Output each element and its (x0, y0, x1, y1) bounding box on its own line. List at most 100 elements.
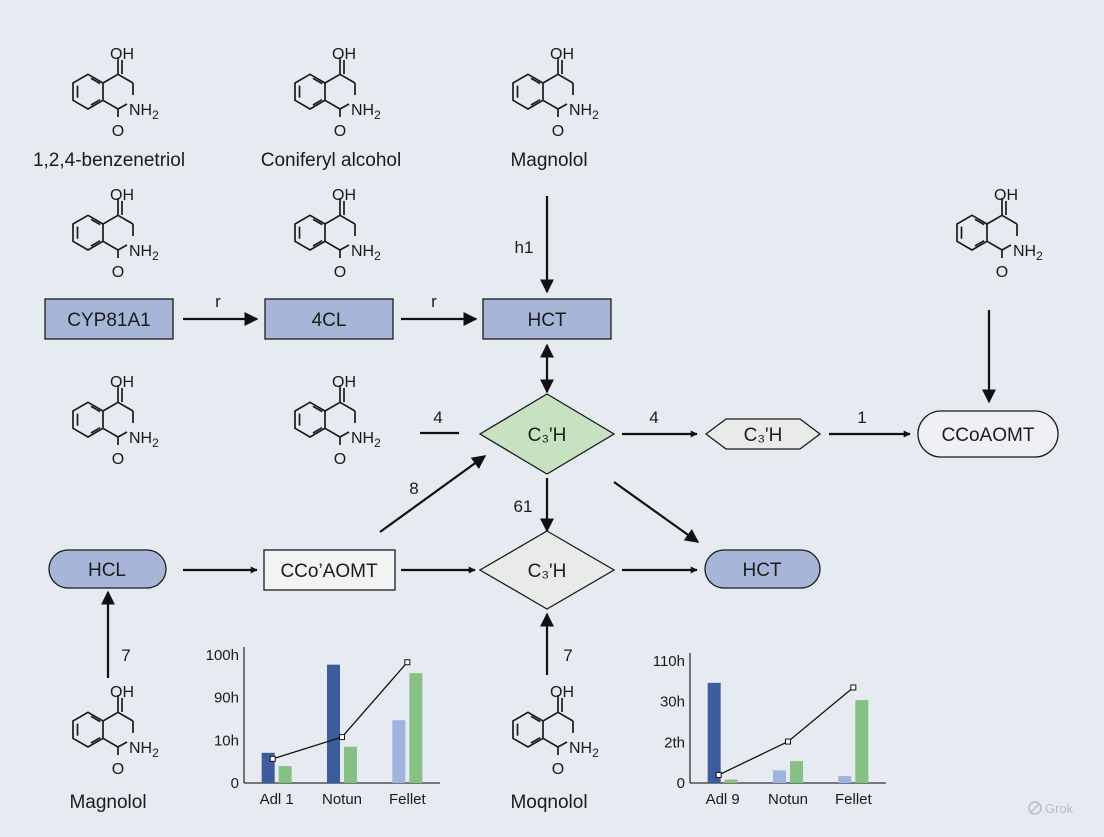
node-cyp81a1-label: CYP81A1 (67, 310, 150, 331)
hydroxyl-label: OH (110, 684, 134, 701)
left-chart-bar (409, 673, 423, 783)
right-chart-y-tick-label: 2th (664, 734, 685, 751)
left-chart-x-tick-label: Notun (322, 791, 362, 808)
node-hct-top-label: HCT (527, 310, 566, 331)
label-7-center: 7 (563, 646, 572, 665)
edge-ccoa-c3h (379, 455, 487, 533)
label-r-1: r (215, 292, 221, 311)
left-chart-y-tick-label: 0 (231, 775, 239, 792)
right-chart-bar (724, 779, 738, 783)
oxygen-label: O (552, 761, 564, 778)
node-c3h-hexagon-label: C₃'H (744, 425, 783, 446)
hydroxyl-label: OH (994, 187, 1018, 204)
right-chart-y-tick-label: 0 (677, 775, 685, 792)
grok-watermark: Grok (1028, 801, 1074, 816)
amine-label: NH2 (351, 243, 381, 263)
hydroxyl-label: OH (332, 187, 356, 204)
node-c3h-green (478, 393, 616, 475)
node-ccoaomt-right-label: CCoAOMT (942, 425, 1035, 446)
oxygen-label: O (334, 264, 346, 281)
left-chart-bar (344, 746, 357, 783)
watermark-text: Grok (1045, 801, 1074, 816)
left-chart-x-tick-label: Fellet (389, 791, 427, 808)
amine-label: NH2 (129, 243, 159, 263)
amine-label: NH2 (1013, 243, 1043, 263)
oxygen-label: O (334, 451, 346, 468)
label-r-2: r (431, 292, 437, 311)
label-4-right: 4 (649, 408, 658, 427)
amine-label: NH2 (129, 102, 159, 122)
left-chart-y-tick-label: 90h (214, 690, 239, 707)
oxygen-label: O (112, 123, 124, 140)
right-chart-bar (707, 682, 721, 783)
left-chart-bar (392, 720, 406, 783)
caption-magnolol-top: Magnolol (510, 150, 587, 171)
oxygen-label: O (334, 123, 346, 140)
oxygen-label: O (552, 123, 564, 140)
node-ccoaomt-mid-label: CCo’AOMT (280, 561, 378, 582)
left-chart-bar (278, 766, 292, 783)
right-chart-trend-point (850, 684, 857, 691)
left-chart-y-tick-label: 100h (206, 647, 239, 664)
label-7-left: 7 (121, 646, 130, 665)
right-chart-trend-point (785, 738, 791, 745)
node-hct-bottom-label: HCT (742, 560, 781, 581)
node-4cl (264, 298, 394, 340)
hydroxyl-label: OH (332, 46, 356, 63)
oxygen-label: O (112, 264, 124, 281)
label-h1: h1 (515, 238, 534, 257)
edges (101, 196, 996, 678)
amine-label: NH2 (569, 102, 599, 122)
caption-magnolol-bottom-center: Moqnolol (510, 792, 587, 813)
nodes: CYP81A1 4CL HCT C₃'H C₃'H CCoAOMT HCL CC… (44, 298, 1059, 610)
caption-benzenetriol: 1,2,4-benzenetriol (33, 150, 185, 171)
caption-magnolol-bottom-left: Magnolol (69, 792, 146, 813)
caption-coniferyl-alcohol: Coniferyl alcohol (261, 150, 401, 171)
left-chart-trend-point (339, 734, 345, 741)
node-c3h-green-label: C₃'H (528, 425, 567, 446)
right-chart-y-tick-label: 30h (660, 694, 685, 711)
oxygen-label: O (996, 264, 1008, 281)
left-chart-bar (327, 664, 340, 783)
right-chart-bar (773, 770, 786, 783)
label-61: 61 (514, 497, 533, 516)
node-c3h-hexagon (704, 418, 822, 450)
hydroxyl-label: OH (550, 684, 574, 701)
label-1: 1 (857, 408, 866, 427)
right-chart-x-tick-label: Notun (768, 791, 808, 808)
right-chart-trend-point (715, 771, 722, 778)
hydroxyl-label: OH (332, 374, 356, 391)
node-hcl (48, 549, 167, 589)
right-chart-x-tick-label: Fellet (835, 791, 873, 808)
label-8: 8 (409, 479, 418, 498)
left-chart-trend-point (269, 755, 276, 762)
amine-label: NH2 (569, 740, 599, 760)
hydroxyl-label: OH (550, 46, 574, 63)
oxygen-label: O (112, 761, 124, 778)
amine-label: NH2 (129, 740, 159, 760)
right-chart-bar (790, 761, 803, 783)
node-c3h-gray (478, 530, 616, 610)
node-ccoaomt-right (917, 410, 1059, 458)
node-c3h-gray-label: C₃'H (528, 561, 567, 582)
amine-label: NH2 (351, 430, 381, 450)
oxygen-label: O (112, 451, 124, 468)
label-4-left: 4 (433, 408, 442, 427)
hydroxyl-label: OH (110, 187, 134, 204)
node-ccoaomt-mid (263, 549, 396, 591)
right-chart-bar (838, 776, 852, 783)
right-chart-bar (855, 700, 869, 783)
node-cyp81a1 (44, 298, 174, 340)
